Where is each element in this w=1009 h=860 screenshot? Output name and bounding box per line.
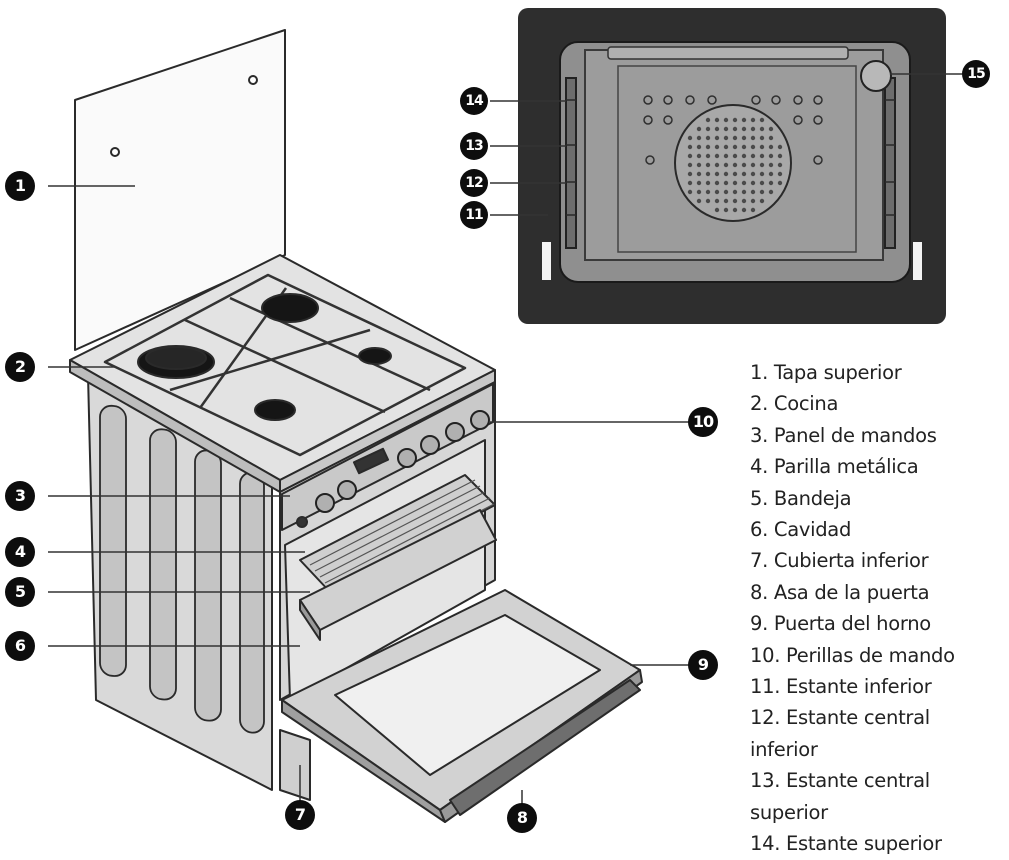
callout-5: 5 [5, 577, 35, 607]
legend-item: 2. Cocina [750, 392, 839, 416]
legend-item: 12. Estante central inferior [750, 706, 930, 761]
oven-diagram [48, 8, 962, 823]
parts-legend: 1. Tapa superior 2. Cocina 3. Panel de m… [750, 357, 1009, 860]
legend-item: 4. Parilla metálica [750, 455, 919, 479]
legend-item: 8. Asa de la puerta [750, 580, 930, 604]
legend-item: 6. Cavidad [750, 518, 852, 542]
callout-7: 7 [285, 800, 315, 830]
callout-11: 11 [460, 201, 488, 229]
legend-item: 13. Estante central superior [750, 769, 930, 824]
callout-14: 14 [460, 87, 488, 115]
callout-8: 8 [507, 803, 537, 833]
oven-cavity-inset [518, 8, 946, 324]
callout-2: 2 [5, 352, 35, 382]
callout-6: 6 [5, 631, 35, 661]
legend-item: 5. Bandeja [750, 486, 852, 510]
legend-item: 10. Perillas de mando [750, 643, 955, 667]
callout-13: 13 [460, 132, 488, 160]
legend-item: 9. Puerta del horno [750, 612, 931, 636]
callout-12: 12 [460, 169, 488, 197]
callout-3: 3 [5, 481, 35, 511]
cooker-drawing [69, 29, 643, 823]
leader-lines [48, 73, 962, 817]
callout-4: 4 [5, 537, 35, 567]
callout-15: 15 [962, 60, 990, 88]
callout-1: 1 [5, 171, 35, 201]
legend-item: 14. Estante superior [750, 832, 942, 856]
callout-10: 10 [688, 407, 718, 437]
legend-item: 7. Cubierta inferior [750, 549, 929, 573]
legend-item: 11. Estante inferior [750, 675, 932, 699]
legend-item: 1. Tapa superior [750, 361, 902, 384]
legend-item: 3. Panel de mandos [750, 423, 937, 447]
callout-9: 9 [688, 650, 718, 680]
